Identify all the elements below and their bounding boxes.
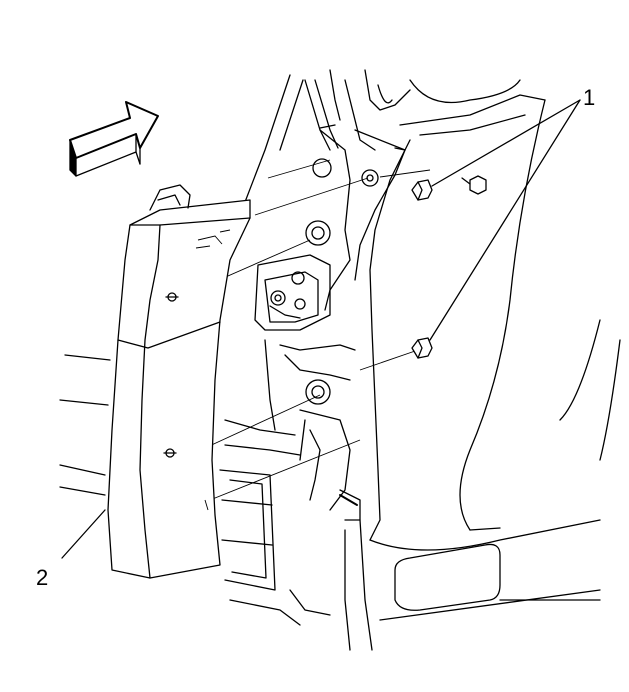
fasteners bbox=[411, 175, 487, 359]
callout-1-label: 1 bbox=[583, 85, 595, 110]
push-retainer-lower bbox=[411, 337, 433, 359]
pillar-trim-panel bbox=[107, 184, 251, 579]
callout-2-label: 2 bbox=[36, 565, 48, 590]
panel-screw-lower bbox=[163, 448, 177, 458]
forward-arrow-icon bbox=[69, 101, 159, 177]
exploded-guide-lines bbox=[179, 159, 431, 501]
bolt-upper bbox=[461, 175, 487, 195]
vehicle-body-outline bbox=[59, 69, 621, 651]
push-retainer-upper bbox=[411, 179, 433, 201]
panel-screw-upper bbox=[165, 292, 179, 302]
callout-leaders bbox=[61, 99, 581, 559]
